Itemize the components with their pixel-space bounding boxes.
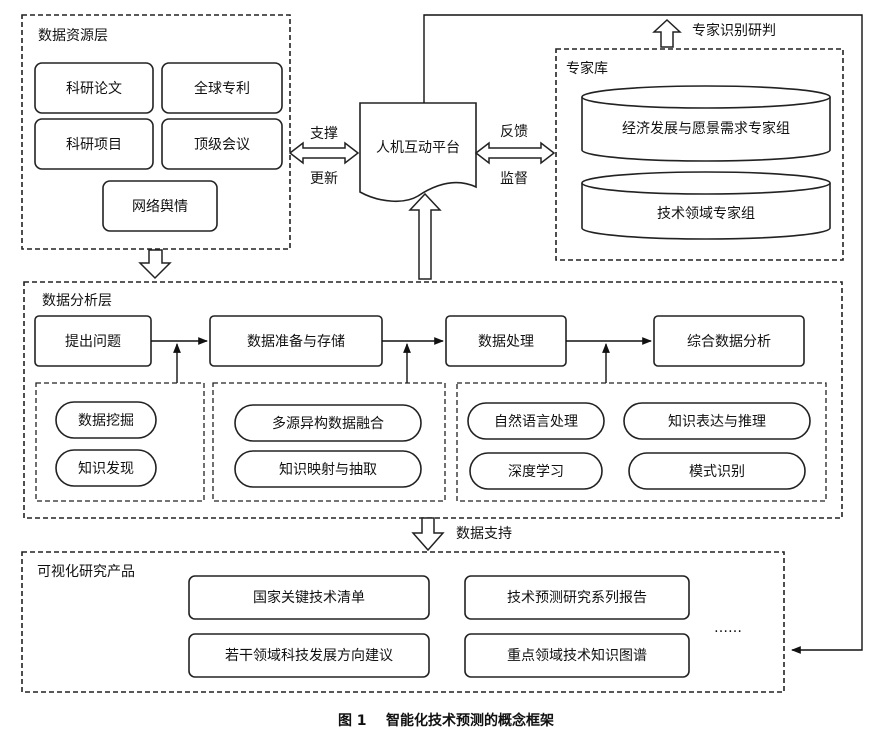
products-title: 可视化研究产品 <box>37 564 135 580</box>
svg-text:重点领域技术知识图谱: 重点领域技术知识图谱 <box>507 647 647 664</box>
feedback-label: 反馈 <box>500 124 528 140</box>
analysis-layer: 数据分析层 提出问题 数据准备与存储 数据处理 综合数据分析 数据挖掘 <box>23 281 843 519</box>
method-pattern-recognition: 模式识别 <box>689 464 745 480</box>
svg-text:技术预测研究系列报告: 技术预测研究系列报告 <box>507 590 647 606</box>
platform-node: 人机互动平台 <box>359 102 477 202</box>
platform-title: 人机互动平台 <box>376 140 460 156</box>
product-key-tech-list: 国家关键技术清单 <box>188 575 430 620</box>
step-ask-question: 提出问题 <box>34 315 152 367</box>
method-nlp: 自然语言处理 <box>494 413 578 430</box>
products-ellipsis: …… <box>714 620 742 636</box>
figure-caption: 图 1 智能化技术预测的概念框架 <box>338 712 554 729</box>
resource-item-papers: 科研论文 <box>34 62 154 114</box>
data-support-arrow <box>411 517 445 552</box>
method-knowledge-reasoning: 知识表达与推理 <box>668 413 766 430</box>
expert-db: 专家库 经济发展与愿景需求专家组 技术领域专家组 <box>555 48 844 261</box>
data-support-label: 数据支持 <box>456 526 512 542</box>
analysis-layer-title: 数据分析层 <box>42 293 112 309</box>
method-knowledge-mapping: 知识映射与抽取 <box>279 461 377 478</box>
method-multisource-fusion: 多源异构数据融合 <box>272 415 384 432</box>
svg-text:国家关键技术清单: 国家关键技术清单 <box>253 589 365 606</box>
svg-text:提出问题: 提出问题 <box>65 334 121 350</box>
svg-text:经济发展与愿景需求专家组: 经济发展与愿景需求专家组 <box>622 120 790 137</box>
method-knowledge-discovery: 知识发现 <box>78 460 134 477</box>
expert-group-technology: 技术领域专家组 <box>581 171 831 240</box>
svg-text:数据处理: 数据处理 <box>478 334 534 350</box>
step-comprehensive-analysis: 综合数据分析 <box>653 315 805 367</box>
feedback-loop-line <box>423 14 863 654</box>
svg-text:综合数据分析: 综合数据分析 <box>687 334 771 350</box>
method-data-mining: 数据挖掘 <box>78 413 134 429</box>
resource-down-arrow <box>138 249 172 280</box>
method-group-ai: 自然语言处理 知识表达与推理 深度学习 模式识别 <box>456 382 827 502</box>
feedback-supervise-arrow: 反馈 监督 <box>474 124 556 187</box>
resource-item-conferences: 顶级会议 <box>161 118 283 170</box>
step-data-processing: 数据处理 <box>445 315 567 367</box>
expert-group-economy: 经济发展与愿景需求专家组 <box>581 85 831 162</box>
svg-text:科研项目: 科研项目 <box>66 137 122 153</box>
svg-text:网络舆情: 网络舆情 <box>132 199 188 215</box>
supervise-label: 监督 <box>500 171 528 187</box>
svg-text:技术领域专家组: 技术领域专家组 <box>657 205 755 222</box>
expert-identify-label: 专家识别研判 <box>692 22 776 39</box>
svg-text:若干领域科技发展方向建议: 若干领域科技发展方向建议 <box>225 648 393 664</box>
method-group-mining: 数据挖掘 知识发现 <box>35 382 205 502</box>
resource-item-patents: 全球专利 <box>161 62 283 114</box>
expert-db-title: 专家库 <box>566 60 608 77</box>
products-layer: 可视化研究产品 国家关键技术清单 技术预测研究系列报告 若干领域科技发展方向建议… <box>21 551 785 693</box>
svg-text:全球专利: 全球专利 <box>194 80 250 97</box>
product-development-suggestions: 若干领域科技发展方向建议 <box>188 633 430 678</box>
svg-text:数据准备与存储: 数据准备与存储 <box>247 333 345 350</box>
svg-text:顶级会议: 顶级会议 <box>194 137 250 153</box>
expert-up-arrow <box>652 18 682 48</box>
method-deep-learning: 深度学习 <box>508 464 564 480</box>
resource-layer: 数据资源层 科研论文 全球专利 科研项目 顶级会议 网络舆情 <box>21 14 291 250</box>
support-update-arrow: 支撑 更新 <box>288 126 360 187</box>
resource-item-public-opinion: 网络舆情 <box>102 180 218 232</box>
svg-text:科研论文: 科研论文 <box>66 81 122 97</box>
method-group-fusion: 多源异构数据融合 知识映射与抽取 <box>212 382 446 502</box>
analysis-up-arrow <box>408 192 442 280</box>
product-forecast-reports: 技术预测研究系列报告 <box>464 575 690 620</box>
product-knowledge-graph: 重点领域技术知识图谱 <box>464 633 690 678</box>
resource-item-projects: 科研项目 <box>34 118 154 170</box>
update-label: 更新 <box>310 171 338 187</box>
resource-layer-title: 数据资源层 <box>38 28 108 44</box>
support-label: 支撑 <box>310 126 338 142</box>
step-data-prep: 数据准备与存储 <box>209 315 383 367</box>
